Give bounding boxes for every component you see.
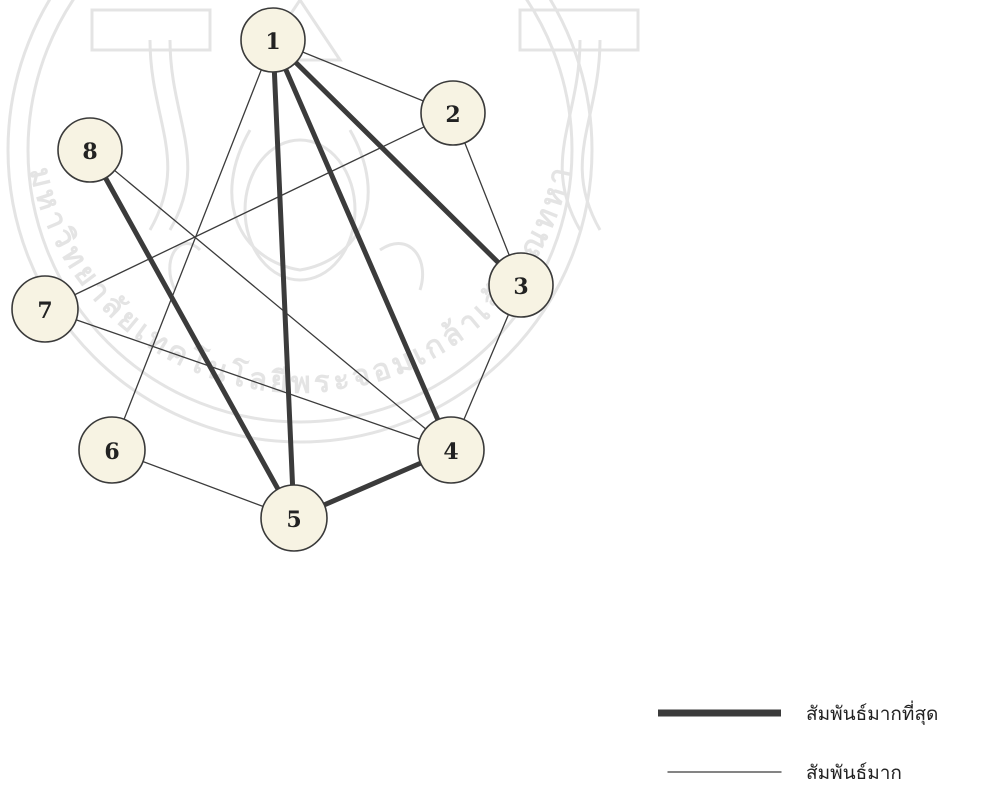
legend-strongest-label: สัมพันธ์มากที่สุด: [806, 699, 938, 729]
node-3: 3: [489, 253, 553, 317]
node-7: 7: [12, 276, 78, 342]
node-label: 8: [82, 139, 97, 165]
university-seal-watermark: มหาวิทยาลัยเทคโนโลยีพระจอมเกล้าเจ้าคุณทห…: [0, 0, 638, 442]
node-label: 3: [513, 274, 528, 300]
edge-8-4: [90, 150, 451, 450]
edge-1-3: [273, 40, 521, 285]
node-8: 8: [58, 118, 122, 182]
legend-strong-label: สัมพันธ์มาก: [806, 758, 902, 788]
node-label: 5: [286, 507, 301, 533]
node-1: 1: [241, 8, 305, 72]
node-label: 4: [443, 439, 458, 465]
node-5: 5: [261, 485, 327, 551]
node-label: 7: [37, 298, 52, 324]
node-label: 6: [104, 439, 119, 465]
node-6: 6: [79, 417, 145, 483]
node-2: 2: [421, 81, 485, 145]
node-label: 2: [445, 102, 460, 128]
node-4: 4: [418, 417, 484, 483]
node-label: 1: [265, 29, 280, 55]
